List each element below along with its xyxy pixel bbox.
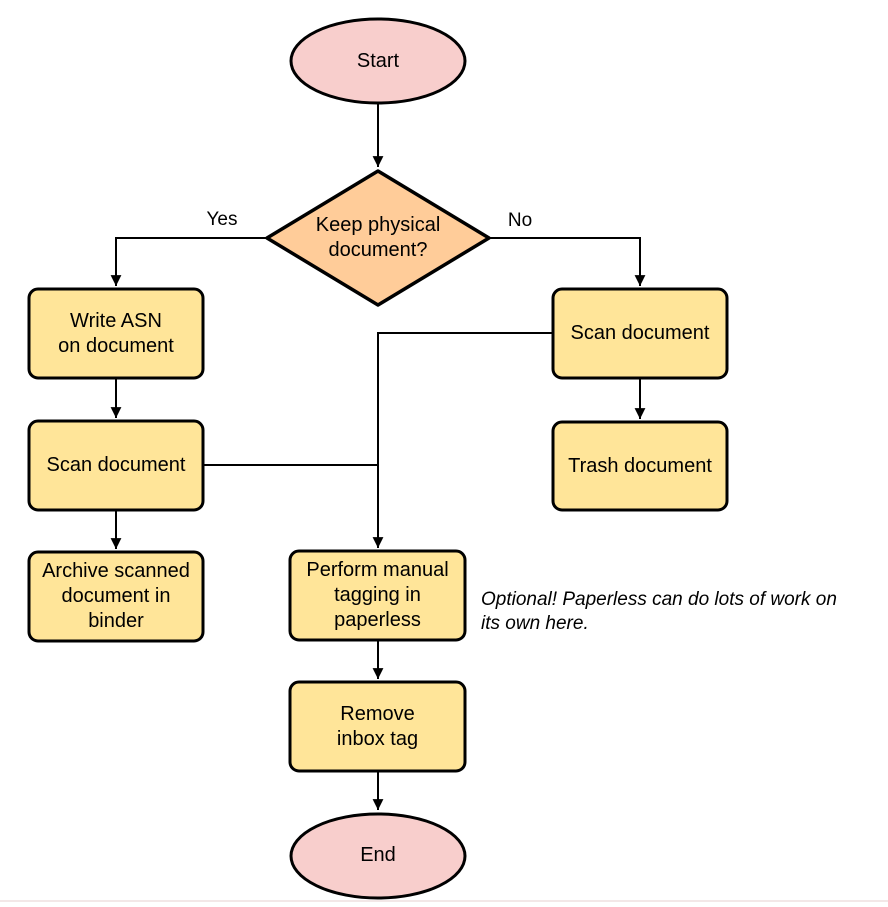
end-terminal-shape — [289, 812, 467, 900]
scan-document-left-process-shape — [27, 419, 205, 512]
archive-process-shape — [27, 550, 205, 643]
remove-inbox-tag-process-shape — [288, 680, 467, 773]
edge-scan-right-to-tagging — [372, 332, 553, 548]
decision-diamond-shape — [265, 169, 491, 307]
edge-decision-to-write-asn — [110, 237, 266, 286]
start-terminal-shape — [289, 17, 467, 105]
scan-document-right-process-shape — [551, 287, 729, 380]
write-asn-process-shape — [27, 287, 205, 380]
edge-decision-to-scan-right — [490, 237, 646, 286]
trash-document-process-shape — [551, 420, 729, 512]
manual-tagging-process-shape — [288, 549, 467, 642]
bottom-divider — [0, 900, 888, 902]
